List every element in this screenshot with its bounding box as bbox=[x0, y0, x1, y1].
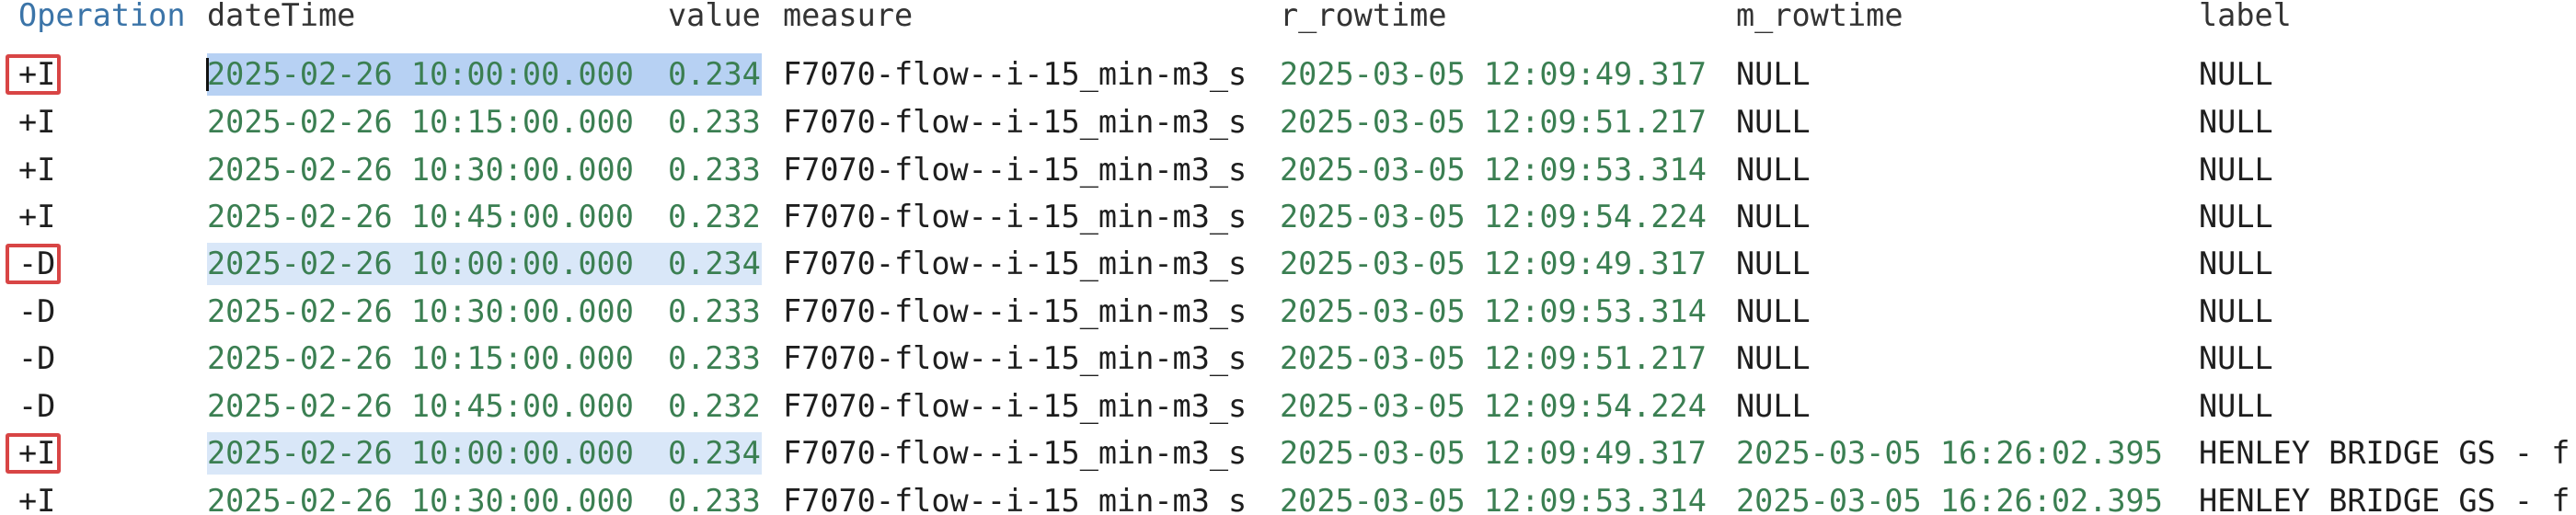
column-header-label[interactable]: label bbox=[2199, 0, 2292, 33]
operation-annotation-box bbox=[6, 433, 61, 474]
datetime-cell: 2025-02-26 10:00:00.000 bbox=[207, 246, 634, 281]
operation-cell: +I bbox=[18, 199, 56, 235]
measure-cell: F7070-flow--i-15_min-m3_s bbox=[783, 152, 1248, 188]
selection-highlight bbox=[207, 432, 762, 475]
operation-cell: +I bbox=[18, 483, 56, 515]
r-rowtime-cell: 2025-03-05 12:09:49.317 bbox=[1280, 435, 1707, 471]
value-cell: 0.234 bbox=[668, 246, 761, 281]
m-rowtime-cell: NULL bbox=[1736, 56, 1811, 92]
r-rowtime-cell: 2025-03-05 12:09:53.314 bbox=[1280, 293, 1707, 329]
table-row[interactable]: -D 2025-02-26 10:15:00.000 0.233 F7070-f… bbox=[0, 335, 2576, 383]
r-rowtime-cell: 2025-03-05 12:09:51.217 bbox=[1280, 340, 1707, 376]
datetime-cell: 2025-02-26 10:15:00.000 bbox=[207, 104, 634, 140]
column-header-r-rowtime[interactable]: r_rowtime bbox=[1280, 0, 1447, 33]
value-cell: 0.233 bbox=[668, 293, 761, 329]
m-rowtime-cell: 2025-03-05 16:26:02.395 bbox=[1736, 483, 2163, 515]
operation-cell: -D bbox=[18, 340, 56, 376]
value-cell: 0.232 bbox=[668, 199, 761, 235]
value-cell: 0.233 bbox=[668, 483, 761, 515]
column-header-measure[interactable]: measure bbox=[783, 0, 914, 33]
r-rowtime-cell: 2025-03-05 12:09:54.224 bbox=[1280, 199, 1707, 235]
selection-highlight bbox=[207, 53, 762, 96]
measure-cell: F7070-flow--i-15_min-m3_s bbox=[783, 388, 1248, 424]
r-rowtime-cell: 2025-03-05 12:09:54.224 bbox=[1280, 388, 1707, 424]
datetime-cell: 2025-02-26 10:45:00.000 bbox=[207, 199, 634, 235]
measure-cell: F7070-flow--i-15_min-m3_s bbox=[783, 56, 1248, 92]
label-cell: HENLEY BRIDGE GS - f bbox=[2199, 435, 2570, 471]
label-cell: NULL bbox=[2199, 56, 2273, 92]
r-rowtime-cell: 2025-03-05 12:09:53.314 bbox=[1280, 483, 1707, 515]
label-cell: NULL bbox=[2199, 340, 2273, 376]
label-cell: NULL bbox=[2199, 246, 2273, 281]
measure-cell: F7070-flow--i-15_min-m3_s bbox=[783, 435, 1248, 471]
operation-cell: -D bbox=[18, 246, 56, 281]
operation-cell: -D bbox=[18, 293, 56, 329]
table-row[interactable]: +I 2025-02-26 10:30:00.000 0.233 F7070-f… bbox=[0, 477, 2576, 515]
table-row[interactable]: +I 2025-02-26 10:30:00.000 0.233 F7070-f… bbox=[0, 146, 2576, 194]
table-row[interactable]: -D 2025-02-26 10:00:00.000 0.234 F7070-f… bbox=[0, 240, 2576, 288]
selection-highlight bbox=[207, 243, 762, 285]
operation-annotation-box bbox=[6, 54, 61, 95]
datetime-cell: 2025-02-26 10:30:00.000 bbox=[207, 293, 634, 329]
r-rowtime-cell: 2025-03-05 12:09:51.217 bbox=[1280, 104, 1707, 140]
datetime-cell: 2025-02-26 10:00:00.000 bbox=[207, 56, 634, 92]
r-rowtime-cell: 2025-03-05 12:09:53.314 bbox=[1280, 152, 1707, 188]
value-cell: 0.233 bbox=[668, 152, 761, 188]
measure-cell: F7070-flow--i-15_min-m3_s bbox=[783, 104, 1248, 140]
column-header-operation[interactable]: Operation bbox=[18, 0, 186, 33]
label-cell: NULL bbox=[2199, 293, 2273, 329]
operation-cell: -D bbox=[18, 388, 56, 424]
datetime-cell: 2025-02-26 10:45:00.000 bbox=[207, 388, 634, 424]
operation-cell: +I bbox=[18, 435, 56, 471]
value-cell: 0.234 bbox=[668, 56, 761, 92]
m-rowtime-cell: 2025-03-05 16:26:02.395 bbox=[1736, 435, 2163, 471]
m-rowtime-cell: NULL bbox=[1736, 199, 1811, 235]
column-header-value[interactable]: value bbox=[668, 0, 761, 33]
table-header-row: Operation dateTime value measure r_rowti… bbox=[0, 0, 2576, 40]
value-cell: 0.232 bbox=[668, 388, 761, 424]
column-header-m-rowtime[interactable]: m_rowtime bbox=[1736, 0, 1903, 33]
m-rowtime-cell: NULL bbox=[1736, 104, 1811, 140]
value-cell: 0.233 bbox=[668, 340, 761, 376]
operation-cell: +I bbox=[18, 56, 56, 92]
m-rowtime-cell: NULL bbox=[1736, 246, 1811, 281]
measure-cell: F7070-flow--i-15_min-m3_s bbox=[783, 199, 1248, 235]
label-cell: NULL bbox=[2199, 388, 2273, 424]
table-row[interactable]: -D 2025-02-26 10:45:00.000 0.232 F7070-f… bbox=[0, 383, 2576, 430]
table-row[interactable]: +I 2025-02-26 10:00:00.000 0.234 F7070-f… bbox=[0, 429, 2576, 477]
column-header-datetime[interactable]: dateTime bbox=[207, 0, 356, 33]
label-cell: HENLEY BRIDGE GS - f bbox=[2199, 483, 2570, 515]
label-cell: NULL bbox=[2199, 152, 2273, 188]
table-row[interactable]: +I 2025-02-26 10:45:00.000 0.232 F7070-f… bbox=[0, 193, 2576, 241]
text-cursor bbox=[206, 58, 209, 91]
label-cell: NULL bbox=[2199, 104, 2273, 140]
measure-cell: F7070-flow--i-15 min-m3 s bbox=[783, 483, 1248, 515]
operation-cell: +I bbox=[18, 152, 56, 188]
value-cell: 0.234 bbox=[668, 435, 761, 471]
r-rowtime-cell: 2025-03-05 12:09:49.317 bbox=[1280, 246, 1707, 281]
datetime-cell: 2025-02-26 10:15:00.000 bbox=[207, 340, 634, 376]
operation-cell: +I bbox=[18, 104, 56, 140]
m-rowtime-cell: NULL bbox=[1736, 340, 1811, 376]
m-rowtime-cell: NULL bbox=[1736, 293, 1811, 329]
r-rowtime-cell: 2025-03-05 12:09:49.317 bbox=[1280, 56, 1707, 92]
datetime-cell: 2025-02-26 10:00:00.000 bbox=[207, 435, 634, 471]
table-row[interactable]: +I 2025-02-26 10:15:00.000 0.233 F7070-f… bbox=[0, 98, 2576, 146]
label-cell: NULL bbox=[2199, 199, 2273, 235]
datetime-cell: 2025-02-26 10:30:00.000 bbox=[207, 152, 634, 188]
measure-cell: F7070-flow--i-15_min-m3_s bbox=[783, 340, 1248, 376]
datetime-cell: 2025-02-26 10:30:00.000 bbox=[207, 483, 634, 515]
table-row[interactable]: +I 2025-02-26 10:00:00.000 0.234 F7070-f… bbox=[0, 51, 2576, 98]
measure-cell: F7070-flow--i-15_min-m3_s bbox=[783, 246, 1248, 281]
operation-annotation-box bbox=[6, 244, 61, 284]
m-rowtime-cell: NULL bbox=[1736, 388, 1811, 424]
value-cell: 0.233 bbox=[668, 104, 761, 140]
table-row[interactable]: -D 2025-02-26 10:30:00.000 0.233 F7070-f… bbox=[0, 288, 2576, 336]
measure-cell: F7070-flow--i-15_min-m3_s bbox=[783, 293, 1248, 329]
m-rowtime-cell: NULL bbox=[1736, 152, 1811, 188]
